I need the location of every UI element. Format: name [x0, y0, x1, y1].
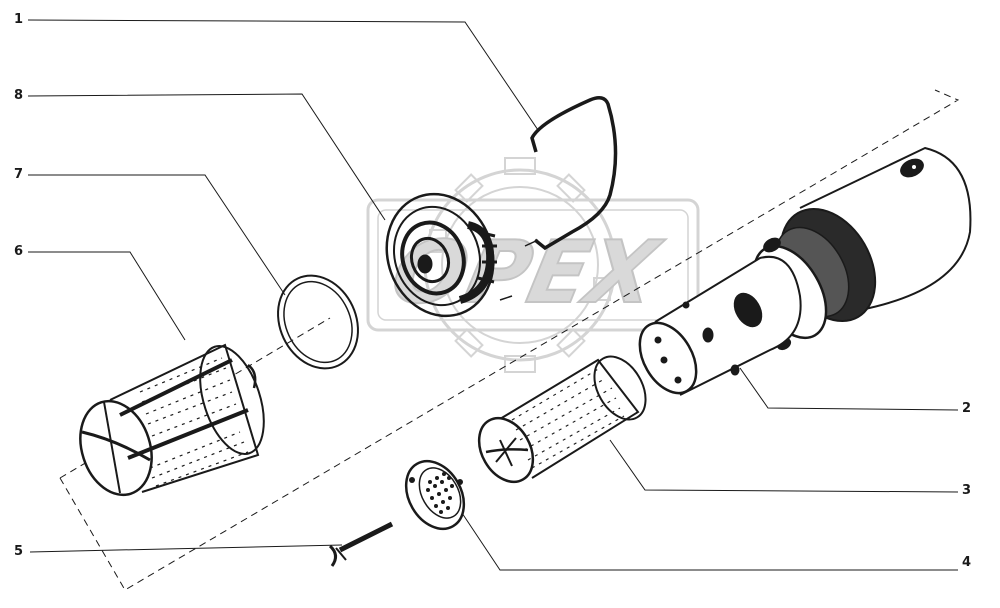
- part-5-pin: [328, 521, 394, 567]
- callout-8: 8: [14, 88, 24, 103]
- callout-7: 7: [14, 167, 24, 182]
- assembly-axis-dashed: [59, 89, 960, 591]
- callout-1: 1: [14, 12, 24, 27]
- leader-lines: [27, 19, 959, 571]
- callout-4: 4: [962, 555, 972, 570]
- part-1-wire-clip: [530, 96, 618, 251]
- leader-1: [27, 19, 539, 131]
- leader-2: [739, 367, 959, 411]
- leader-6: [28, 251, 186, 341]
- leader-5: [29, 544, 343, 553]
- watermark-banner: [366, 198, 700, 332]
- leader-3: [609, 439, 959, 493]
- part-3-filter-element: [477, 355, 647, 484]
- part-2-housing: [638, 146, 972, 396]
- part-4-perforated-disc: [404, 459, 466, 531]
- part-8-cap: [385, 192, 497, 318]
- part-6-filter-element: [79, 343, 265, 497]
- callout-2: 2: [962, 401, 972, 416]
- part-6-perforation: [139, 357, 249, 487]
- connector-marks: [499, 239, 539, 301]
- part-3-perforation: [511, 367, 625, 469]
- watermark-gear-icon: [423, 157, 617, 373]
- leader-4: [459, 509, 958, 571]
- watermark: OPEX: [366, 157, 700, 373]
- callout-5: 5: [14, 544, 24, 559]
- part-7-seal-ring: [277, 274, 359, 370]
- leader-8: [27, 93, 386, 221]
- callout-3: 3: [962, 483, 972, 498]
- leader-7: [28, 174, 286, 296]
- callout-6: 6: [14, 244, 24, 259]
